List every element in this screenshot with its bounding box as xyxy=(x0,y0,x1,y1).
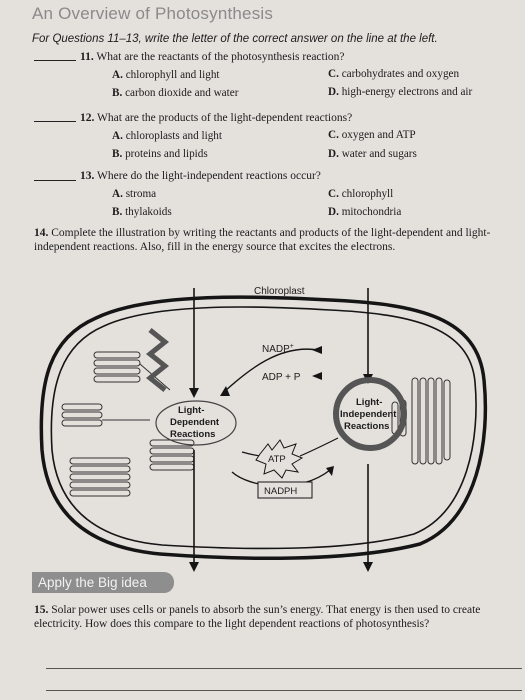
thylakoid-stacks-right xyxy=(391,377,451,465)
option-13-a: A. stroma xyxy=(112,188,157,200)
option-12-c: C. oxygen and ATP xyxy=(328,129,416,141)
question-15: 15. Solar power uses cells or panels to … xyxy=(34,604,481,630)
answer-blank-13[interactable] xyxy=(34,180,76,181)
question-14: 14. Complete the illustration by writing… xyxy=(34,227,491,253)
answer-blank-12[interactable] xyxy=(34,121,76,122)
light-independent-line1: Light- xyxy=(356,397,382,408)
atp-burst xyxy=(255,439,304,479)
light-dependent-line3: Reactions xyxy=(170,429,215,440)
nadph-box xyxy=(257,481,313,499)
instructions: For Questions 11–13, write the letter of… xyxy=(32,33,438,45)
answer-line-15-1[interactable] xyxy=(46,668,522,669)
inner-membrane xyxy=(50,306,477,550)
nadph-label: NADPH xyxy=(264,486,297,497)
electron-zigzag xyxy=(145,328,170,392)
question-11: 11. What are the reactants of the photos… xyxy=(80,51,345,63)
adp-p-label: ADP + P xyxy=(262,372,301,383)
question-13: 13. Where do the light-independent react… xyxy=(80,170,321,182)
option-12-b: B. proteins and lipids xyxy=(112,148,208,160)
chloroplast-label: Chloroplast xyxy=(254,286,305,297)
apply-big-idea-banner: Apply the Big idea xyxy=(32,572,174,593)
answer-line-15-2[interactable] xyxy=(46,690,522,691)
light-dependent-line2: Dependent xyxy=(170,417,220,428)
option-11-c: C. carbohydrates and oxygen xyxy=(328,68,460,80)
page-title: An Overview of Photosynthesis xyxy=(32,4,274,23)
question-12: 12. What are the products of the light-d… xyxy=(80,112,353,124)
option-11-d: D. high-energy electrons and air xyxy=(328,86,473,98)
option-13-c: C. chlorophyll xyxy=(328,188,394,200)
light-independent-line2: Independent xyxy=(340,409,397,420)
option-13-b: B. thylakoids xyxy=(112,206,172,218)
option-12-a: A. chloroplasts and light xyxy=(112,130,223,142)
answer-blank-11[interactable] xyxy=(34,60,76,61)
option-11-a: A. chlorophyll and light xyxy=(112,69,220,81)
nadp-plus-label: NADP+ xyxy=(262,343,294,355)
option-13-d: D. mitochondria xyxy=(328,206,402,218)
option-12-d: D. water and sugars xyxy=(328,148,417,160)
atp-label: ATP xyxy=(268,454,286,465)
light-independent-line3: Reactions xyxy=(344,421,389,432)
light-dependent-membrane xyxy=(155,400,237,446)
calvin-cycle xyxy=(333,377,407,451)
light-dependent-line1: Light- xyxy=(178,405,204,416)
option-11-b: B. carbon dioxide and water xyxy=(112,87,239,99)
outer-membrane xyxy=(39,295,488,561)
